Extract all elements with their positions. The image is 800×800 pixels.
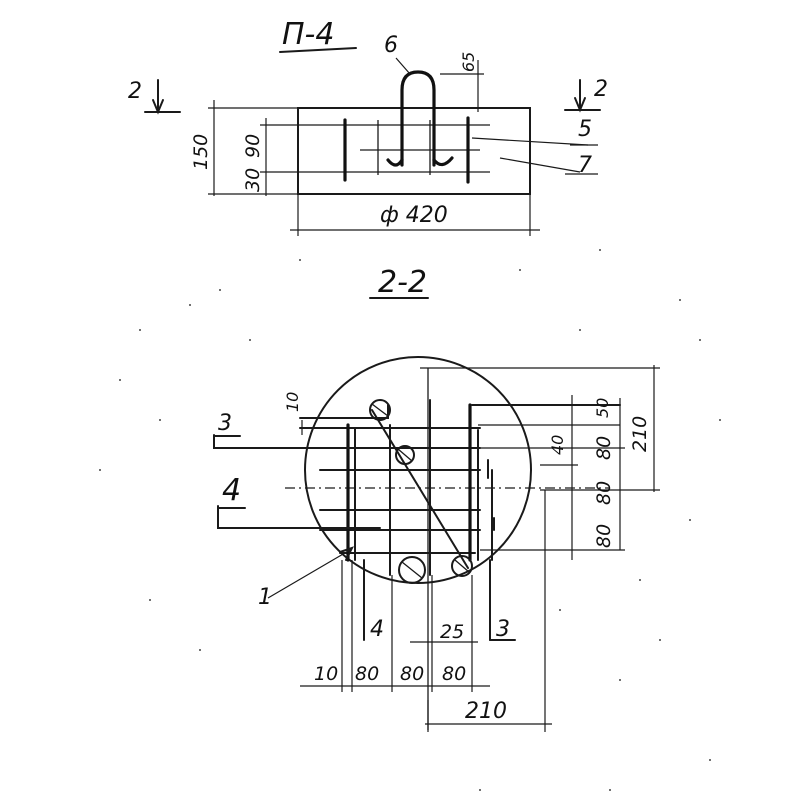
scan-noise bbox=[99, 249, 721, 791]
dim-50: 50 bbox=[593, 398, 612, 418]
leader-5 bbox=[471, 137, 589, 146]
loop-hole-3 bbox=[398, 556, 426, 584]
dim-10-bottom: 10 bbox=[314, 663, 338, 685]
leader-7 bbox=[499, 157, 581, 173]
dim-diameter: ф 420 bbox=[380, 203, 448, 228]
top-bracket-left bbox=[299, 404, 389, 419]
dim-80-x1: 80 bbox=[355, 663, 379, 685]
dim-210-right: 210 bbox=[629, 416, 651, 452]
cut3-left: 3 bbox=[218, 411, 232, 436]
dim-10-top: 10 bbox=[283, 392, 302, 412]
loop-hook-right bbox=[432, 156, 454, 167]
loop-hole-2 bbox=[395, 445, 415, 465]
cut3-left-bracket bbox=[213, 434, 421, 449]
leader-6 bbox=[395, 57, 411, 75]
dim-80-x2: 80 bbox=[400, 663, 424, 685]
slab-circle bbox=[304, 356, 532, 584]
cut3-bottom: 3 bbox=[496, 617, 510, 642]
dim-30: 30 bbox=[242, 168, 264, 192]
dim-80-c: 80 bbox=[593, 524, 615, 548]
drawing-title: П-4 bbox=[282, 17, 334, 52]
dim-210-bottom: 210 bbox=[465, 699, 507, 724]
leader-1-head bbox=[339, 546, 354, 561]
dim-25: 25 bbox=[440, 621, 464, 643]
dim-90: 90 bbox=[242, 134, 264, 158]
cut4-bottom: 4 bbox=[370, 617, 384, 642]
mark-7: 7 bbox=[578, 153, 592, 178]
dim-80-x3: 80 bbox=[442, 663, 466, 685]
leader-1 bbox=[267, 549, 351, 599]
loop-hook-left bbox=[386, 158, 404, 167]
dim-150: 150 bbox=[190, 134, 212, 170]
dim-40: 40 bbox=[548, 435, 567, 455]
cut4-left-bracket bbox=[217, 505, 381, 529]
dim-80-a: 80 bbox=[593, 436, 615, 460]
cut4-left: 4 bbox=[222, 473, 241, 508]
section-label: 2-2 bbox=[378, 265, 427, 300]
plan-view: 3 4 1 4 3 10 50 40 80 80 80 210 bbox=[213, 356, 660, 732]
loop-hole-4 bbox=[451, 555, 473, 577]
diagonal-bar bbox=[371, 409, 469, 569]
mark-5: 5 bbox=[578, 117, 592, 142]
mark-6: 6 bbox=[384, 33, 398, 58]
cut-mark-left: 2 bbox=[128, 79, 142, 104]
elevation-view: 2 2 6 65 5 7 bbox=[128, 33, 608, 236]
loop-hole-1 bbox=[369, 399, 391, 421]
dim-65: 65 bbox=[459, 52, 478, 72]
dim-80-b: 80 bbox=[593, 481, 615, 505]
cut-mark-right: 2 bbox=[594, 77, 608, 102]
title-underline bbox=[279, 47, 357, 53]
mark-1: 1 bbox=[258, 585, 272, 610]
lifting-loop bbox=[400, 70, 436, 167]
slab-outline bbox=[297, 107, 531, 195]
